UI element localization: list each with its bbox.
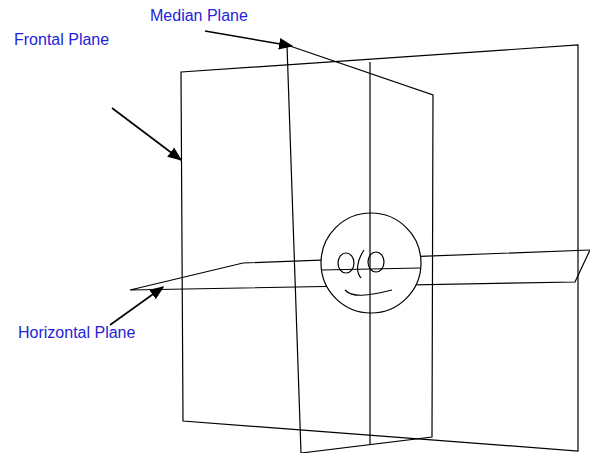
mouth [345, 290, 392, 295]
median-line [369, 213, 370, 313]
nose [358, 250, 364, 278]
plane-label: Frontal Plane [14, 30, 109, 50]
horizontal-line [321, 268, 420, 270]
leader-arrow [110, 287, 163, 325]
median-plane [287, 45, 433, 453]
leader-arrow [205, 31, 292, 46]
frontal-plane [181, 45, 578, 451]
plane-intersection [369, 62, 370, 444]
head [321, 213, 421, 313]
leader-arrow [112, 108, 181, 160]
plane-label: Horizontal Plane [18, 323, 135, 343]
plane-label: Median Plane [150, 6, 248, 26]
